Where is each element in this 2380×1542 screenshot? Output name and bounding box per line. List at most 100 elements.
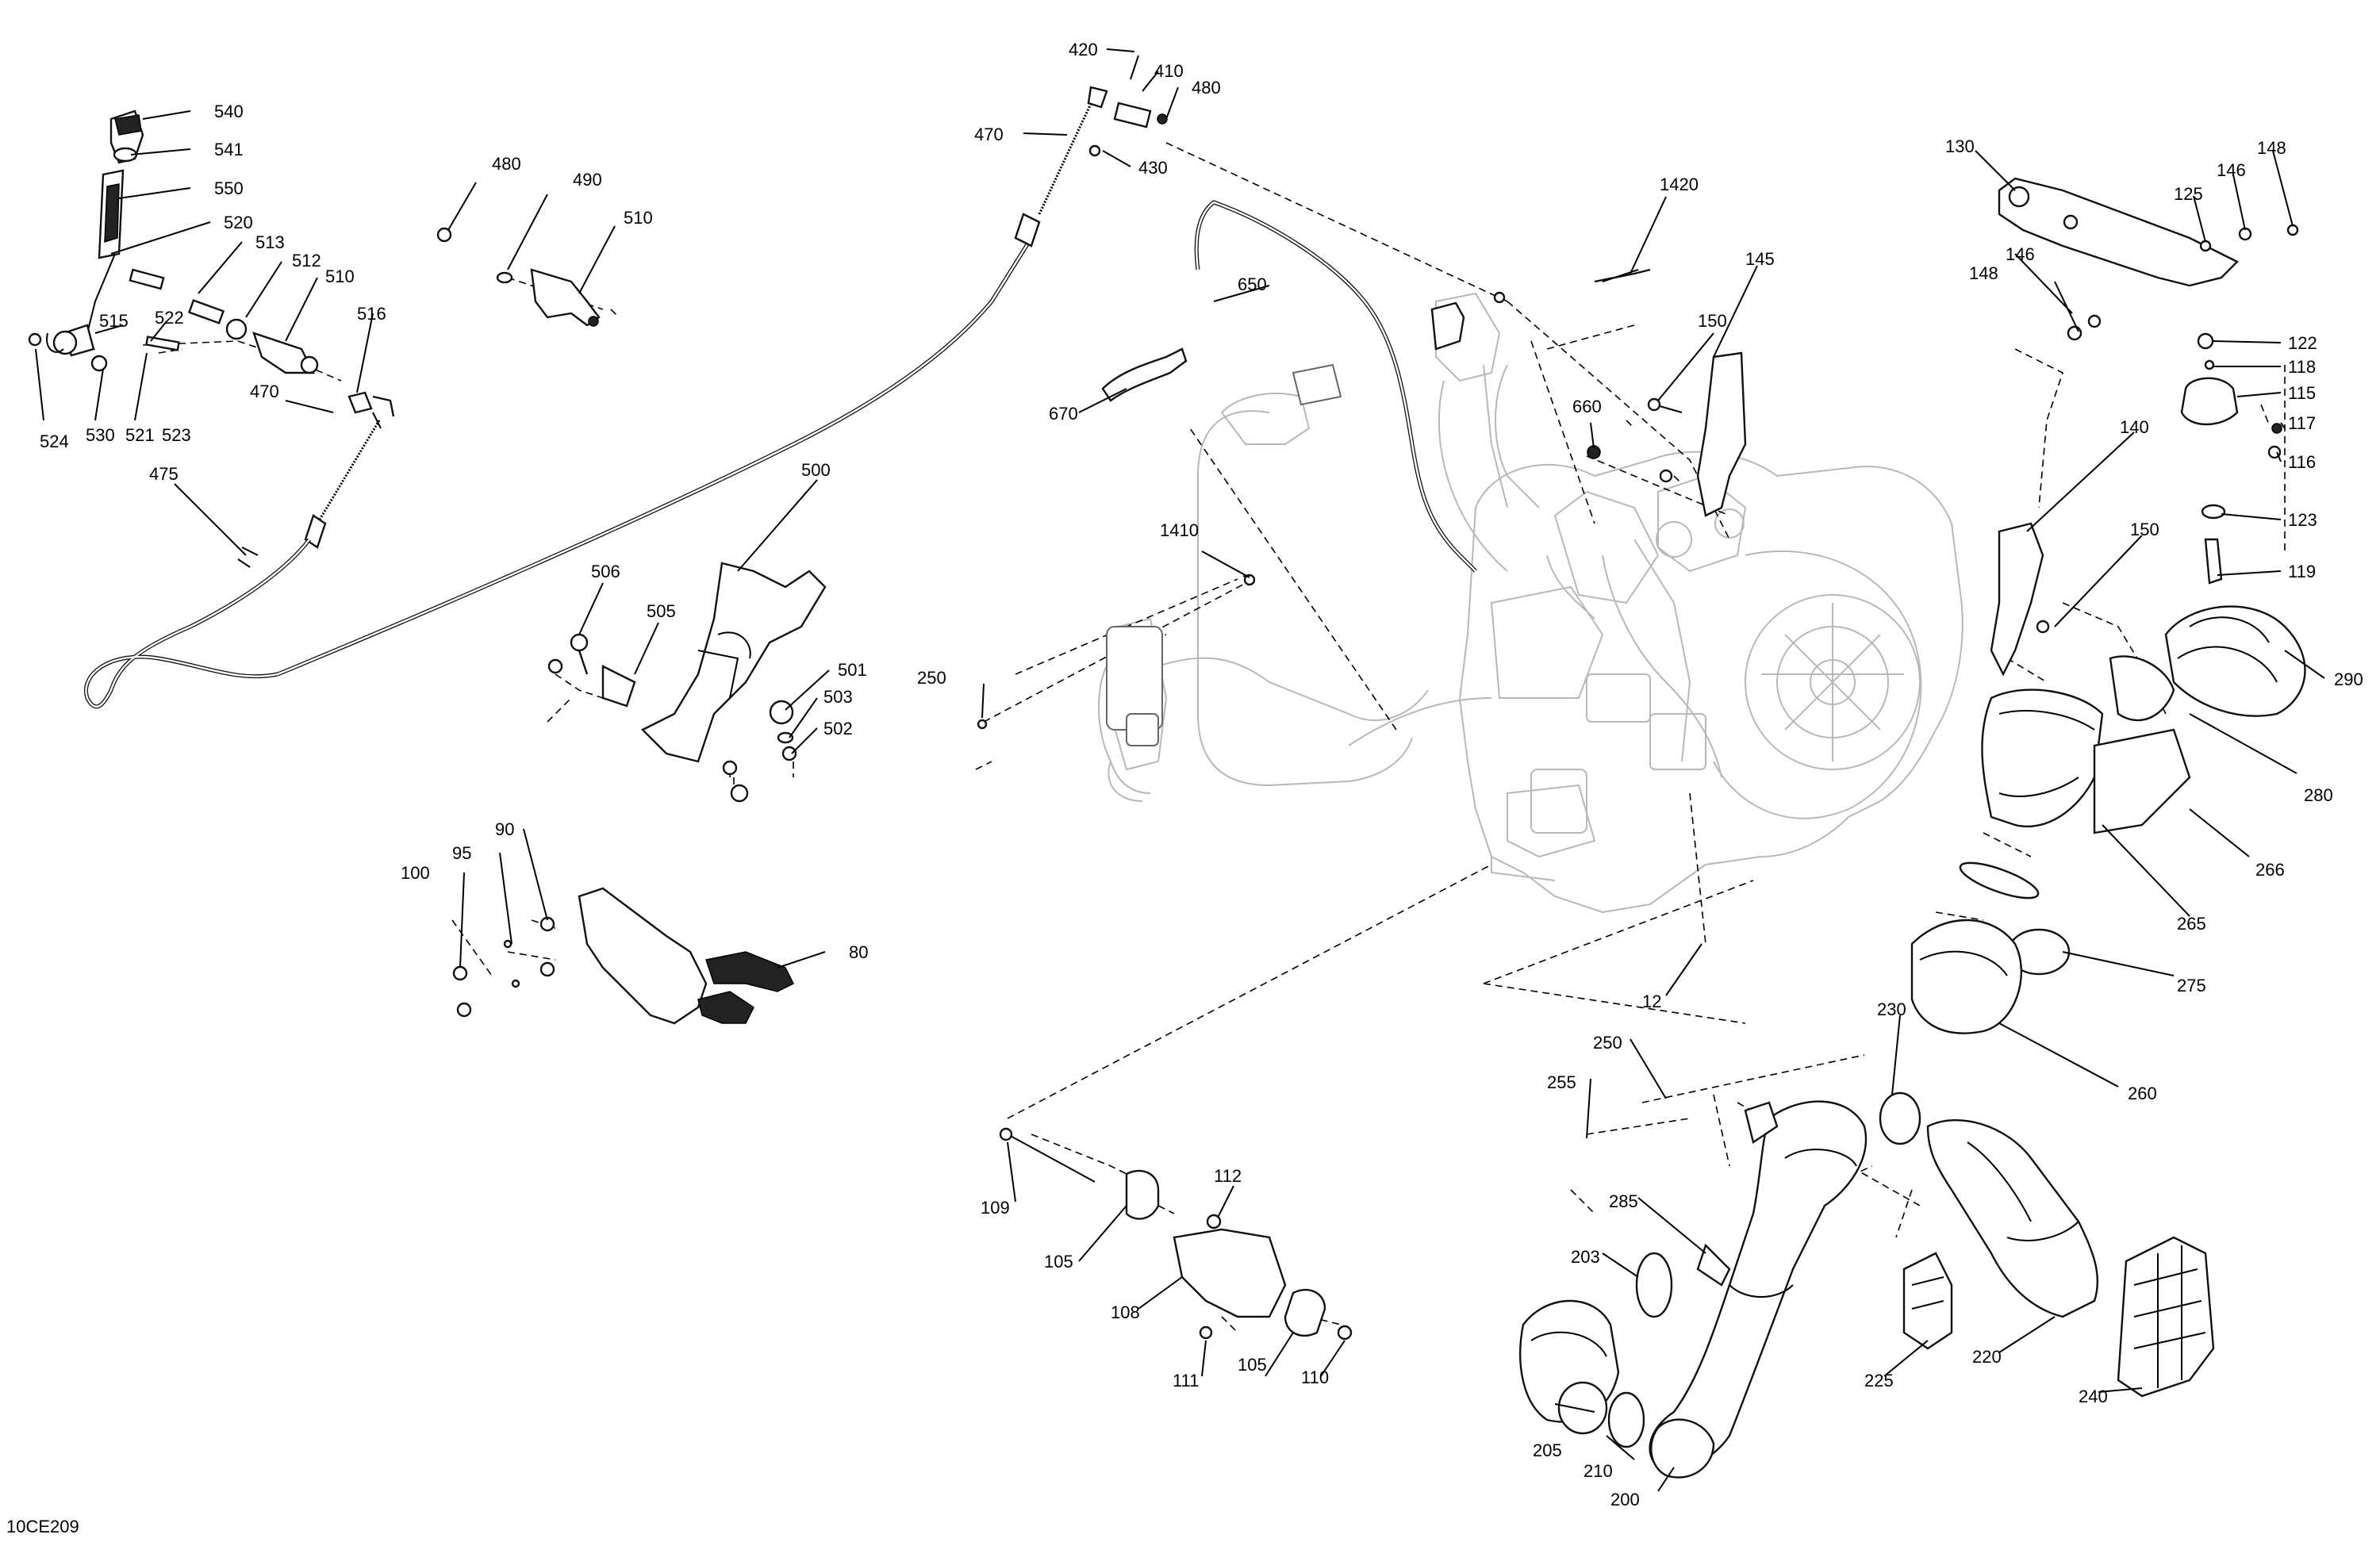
callout-285: 285 xyxy=(1609,1191,1638,1211)
callout-148-upper: 148 xyxy=(2257,138,2286,158)
callout-116: 116 xyxy=(2288,452,2316,472)
callout-520: 520 xyxy=(224,213,253,232)
callout-118: 118 xyxy=(2288,357,2316,377)
callout-146-lower: 146 xyxy=(2006,244,2035,264)
callout-145: 145 xyxy=(1745,249,1775,269)
callout-523: 523 xyxy=(162,425,191,445)
callout-530: 530 xyxy=(86,425,115,445)
hose-650 xyxy=(1194,200,1477,573)
callout-1420: 1420 xyxy=(1660,175,1699,194)
callout-470-left: 470 xyxy=(250,382,279,401)
callout-115: 115 xyxy=(2288,383,2316,403)
intake-boot-290 xyxy=(2109,605,2306,722)
intake-boot-260 xyxy=(1910,919,2022,1034)
callout-490: 490 xyxy=(573,170,602,190)
filter-225 xyxy=(1902,1252,1953,1350)
bracket-145 xyxy=(1430,268,1747,517)
airbox-220 xyxy=(1926,1119,2099,1318)
callout-524: 524 xyxy=(40,432,69,451)
callout-280: 280 xyxy=(2304,785,2333,805)
callout-125: 125 xyxy=(2174,184,2203,204)
callout-130: 130 xyxy=(1945,136,1975,156)
callout-540: 540 xyxy=(214,102,244,121)
callout-510-mid: 510 xyxy=(624,208,653,228)
callout-502: 502 xyxy=(823,719,853,738)
callout-122: 122 xyxy=(2288,333,2317,353)
bracket-510 xyxy=(436,227,601,327)
callout-516: 516 xyxy=(357,304,386,324)
bracket-130 xyxy=(1998,177,2299,585)
callout-80: 80 xyxy=(849,942,868,962)
callout-541: 541 xyxy=(214,140,244,159)
callout-111: 111 xyxy=(1173,1371,1199,1390)
callout-140: 140 xyxy=(2120,417,2149,437)
callout-117: 117 xyxy=(2288,413,2316,433)
callout-123: 123 xyxy=(2288,510,2317,530)
cable-bracket-410 xyxy=(1088,55,1168,157)
shift-cable-lower xyxy=(84,86,1108,709)
callout-250-mid: 250 xyxy=(917,668,946,688)
callout-90: 90 xyxy=(495,819,514,839)
callout-430: 430 xyxy=(1138,158,1168,178)
callout-500: 500 xyxy=(801,460,831,480)
mount-108 xyxy=(999,1127,1353,1341)
intake-duct-265 xyxy=(1981,689,2191,834)
callout-670: 670 xyxy=(1049,404,1078,424)
callout-470-top: 470 xyxy=(974,125,1004,144)
screen-240 xyxy=(2117,1236,2215,1398)
callout-480-top: 480 xyxy=(1192,78,1221,98)
callout-420: 420 xyxy=(1069,40,1098,59)
callout-210: 210 xyxy=(1583,1461,1613,1481)
callout-512: 512 xyxy=(292,251,321,270)
callout-650: 650 xyxy=(1238,274,1267,294)
callout-265: 265 xyxy=(2177,914,2206,934)
callout-255: 255 xyxy=(1547,1072,1576,1092)
callout-250-lower: 250 xyxy=(1593,1033,1622,1053)
clamp-275 xyxy=(1959,861,2071,976)
ecu-module xyxy=(977,573,1256,746)
callout-110: 110 xyxy=(1301,1367,1329,1387)
callout-1410: 1410 xyxy=(1160,520,1199,540)
outlet-pipe-200 xyxy=(1649,1091,1921,1479)
callout-660: 660 xyxy=(1572,397,1602,416)
callout-501: 501 xyxy=(838,660,867,680)
callout-109: 109 xyxy=(981,1198,1010,1218)
callout-513: 513 xyxy=(255,232,285,252)
callout-105-left: 105 xyxy=(1044,1252,1073,1272)
callout-220: 220 xyxy=(1972,1347,2002,1367)
callout-225: 225 xyxy=(1864,1371,1894,1390)
callout-150-mid: 150 xyxy=(1698,311,1727,331)
callout-203: 203 xyxy=(1571,1247,1600,1267)
leader-lines xyxy=(35,48,2325,1492)
callout-119: 119 xyxy=(2288,562,2316,581)
bracket-140 xyxy=(1990,522,2050,677)
callout-240: 240 xyxy=(2079,1387,2108,1406)
callout-521: 521 xyxy=(125,425,155,445)
callout-150-right: 150 xyxy=(2130,520,2159,539)
callout-148-lower: 148 xyxy=(1969,263,1998,283)
engine-ghost xyxy=(1098,292,1964,914)
callout-105-right: 105 xyxy=(1238,1355,1267,1375)
callout-506: 506 xyxy=(591,562,620,581)
hose-670 xyxy=(1101,347,1188,402)
harness-connector xyxy=(1292,363,1342,406)
callout-260: 260 xyxy=(2128,1084,2157,1103)
bracket-500 xyxy=(547,562,827,803)
callout-146-upper: 146 xyxy=(2217,160,2246,180)
callout-labels: 540 541 550 520 513 512 510 515 522 524 … xyxy=(40,40,2363,1509)
diagram-code: 10CE209 xyxy=(6,1517,79,1536)
shift-lever-assembly xyxy=(28,109,395,417)
callout-290: 290 xyxy=(2334,669,2363,689)
callout-510-left: 510 xyxy=(325,267,355,286)
callout-12: 12 xyxy=(1642,992,1661,1011)
pedal-80 xyxy=(452,887,795,1025)
callout-112: 112 xyxy=(1214,1166,1242,1186)
callout-200: 200 xyxy=(1610,1490,1640,1509)
callout-410: 410 xyxy=(1154,61,1184,81)
callout-205: 205 xyxy=(1533,1440,1562,1460)
callout-100: 100 xyxy=(401,863,430,883)
callout-95: 95 xyxy=(452,843,471,863)
callout-480-left: 480 xyxy=(492,154,521,174)
callout-108: 108 xyxy=(1111,1302,1140,1322)
